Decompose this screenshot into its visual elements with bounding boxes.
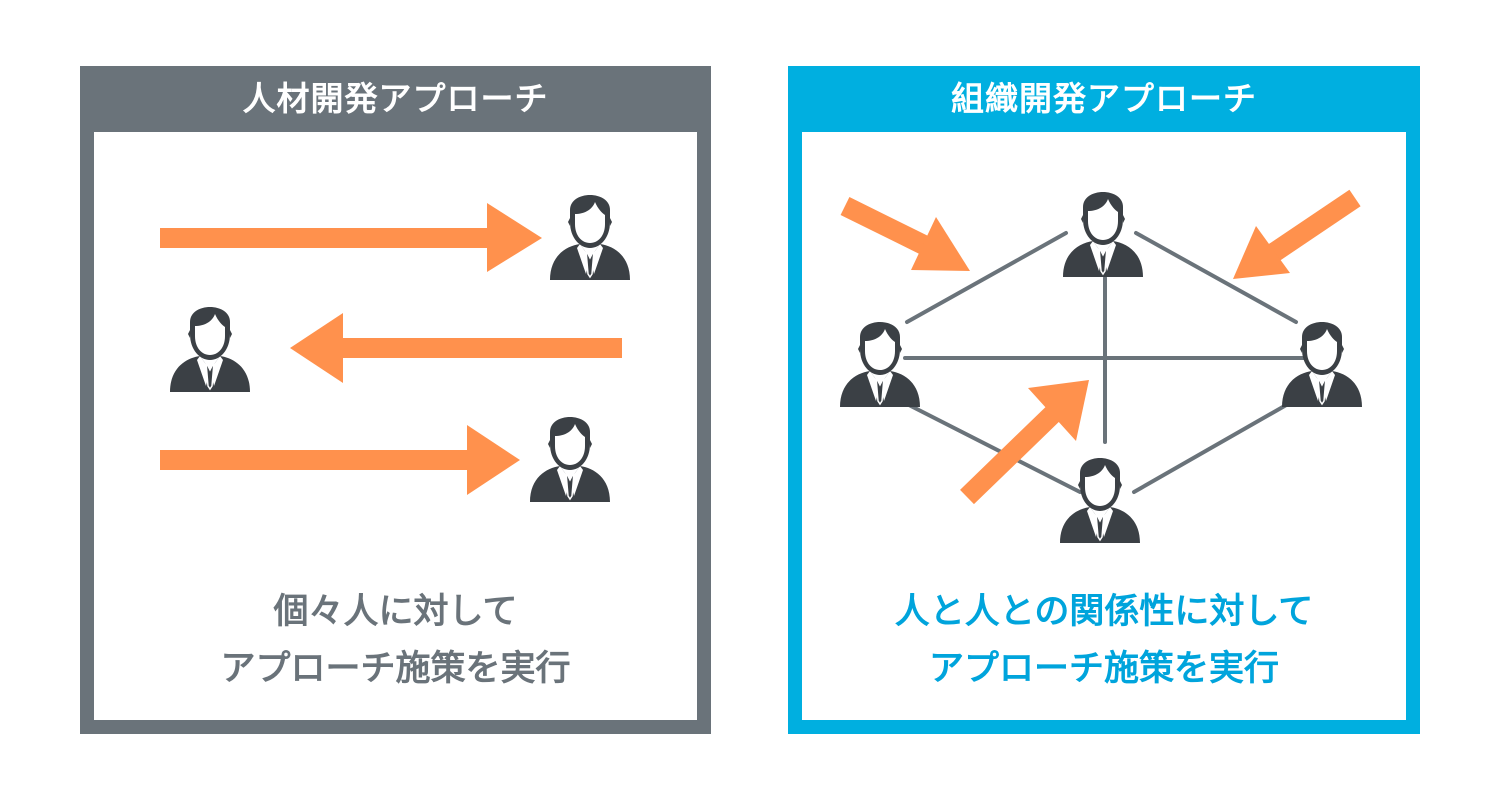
panel-caption: 個々人に対して アプローチ施策を実行 bbox=[94, 584, 697, 698]
businessperson-icon bbox=[1281, 321, 1363, 408]
caption-line-2: アプローチ施策を実行 bbox=[220, 649, 571, 689]
relationship-network bbox=[903, 231, 1307, 494]
panel-title: 人材開発アプローチ bbox=[242, 79, 549, 118]
caption-line-1: 人と人との関係性に対して bbox=[894, 592, 1314, 632]
businessperson-icon bbox=[529, 416, 611, 503]
arrow-icon bbox=[960, 380, 1089, 505]
businessperson-icon bbox=[1062, 191, 1144, 278]
arrow-icon bbox=[290, 313, 622, 383]
panel-title: 組織開発アプローチ bbox=[951, 79, 1257, 118]
caption-line-1: 個々人に対して bbox=[273, 592, 518, 632]
arrow-icon bbox=[840, 197, 970, 271]
businessperson-icon bbox=[839, 321, 921, 408]
arrow-icon bbox=[1233, 189, 1361, 279]
businessperson-icon bbox=[549, 194, 631, 281]
caption-line-2: アプローチ施策を実行 bbox=[928, 649, 1279, 689]
panel-caption: 人と人との関係性に対して アプローチ施策を実行 bbox=[802, 584, 1406, 698]
arrow-icon bbox=[160, 203, 542, 272]
businessperson-icon bbox=[1059, 457, 1141, 544]
businessperson-icon bbox=[169, 306, 251, 393]
arrow-icon bbox=[160, 425, 520, 495]
